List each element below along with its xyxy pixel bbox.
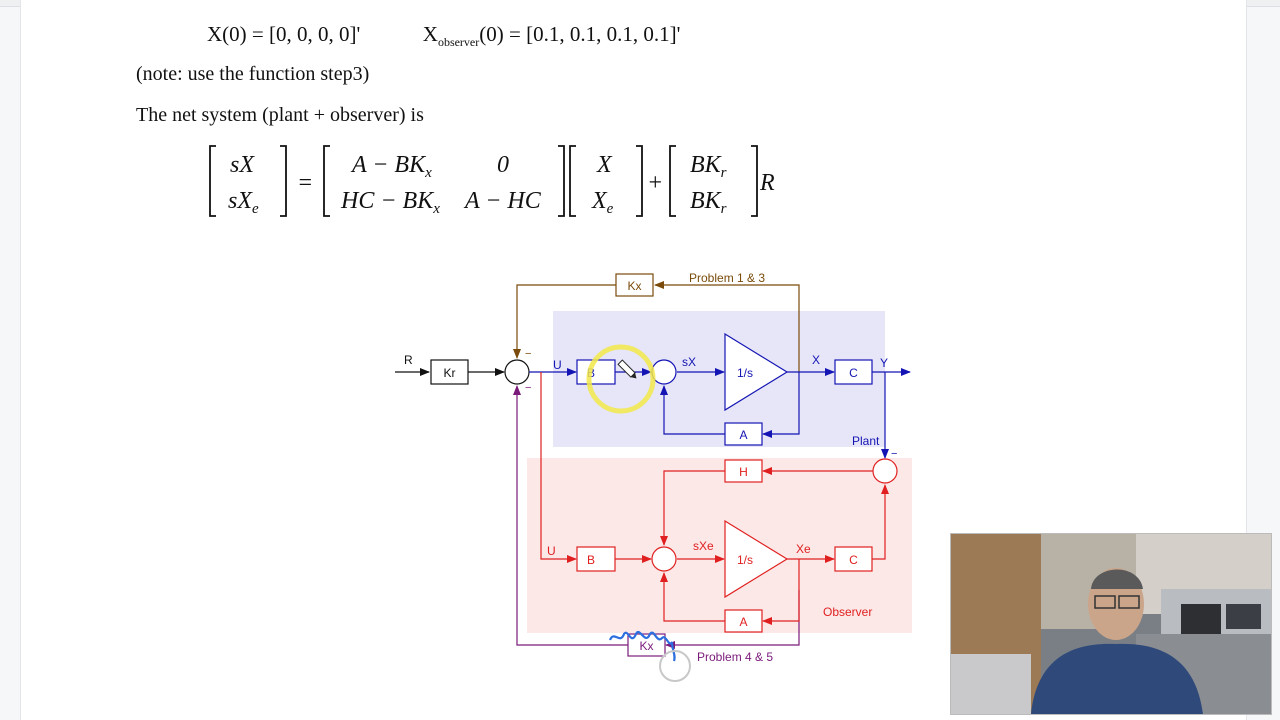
presenter-video-icon — [951, 534, 1271, 714]
label-sX: sX — [682, 355, 696, 369]
initial-conditions-line: X(0) = [0, 0, 0, 0]' Xobserver(0) = [0.1… — [207, 22, 680, 50]
annotation-highlight-circle — [586, 344, 656, 414]
block-B-observer — [576, 546, 616, 572]
block-H — [724, 459, 763, 483]
sign-minus-bottom: − — [525, 382, 531, 394]
label-Y: Y — [880, 356, 888, 370]
block-A-observer-label: A — [739, 615, 747, 629]
summing-junction-error — [872, 458, 898, 484]
block-C-label: C — [849, 366, 858, 380]
block-Kx-bottom — [627, 633, 666, 657]
label-sXe: sXe — [693, 539, 714, 553]
m22: A − HC — [463, 188, 542, 214]
label-X: X — [812, 353, 820, 367]
label-U-observer: U — [547, 544, 556, 558]
block-Kx-top — [615, 273, 654, 297]
plus-sign: + — [647, 170, 663, 196]
integrator-plant-label: 1/s — [737, 366, 753, 380]
state-equation: sX sXe = A − BKx 0 HC − BKx A − HC X Xe … — [209, 145, 775, 217]
sign-minus-top: − — [525, 348, 531, 360]
label-Xe: Xe — [796, 542, 811, 556]
label-observer: Observer — [823, 605, 872, 619]
lhs-sXe: sXe — [228, 188, 259, 217]
summing-junction-observer — [651, 546, 677, 572]
block-Kx-top-label: Kx — [627, 279, 641, 293]
integrator-plant — [724, 332, 789, 412]
block-Kx-bottom-label: Kx — [639, 639, 653, 653]
state-Xe: Xe — [591, 188, 614, 217]
block-C-observer-label: C — [849, 553, 858, 567]
label-U: U — [553, 358, 562, 372]
block-A-observer — [724, 609, 763, 633]
reference-R: R — [759, 170, 775, 196]
m11: A − BKx — [350, 152, 432, 181]
integrator-observer-label: 1/s — [737, 553, 753, 567]
block-C — [834, 359, 873, 385]
block-B — [576, 359, 616, 385]
block-Kr-label: Kr — [444, 366, 456, 380]
block-B-observer-label: B — [587, 553, 595, 567]
lhs-sX: sX — [230, 152, 255, 178]
plant-initial-state: X(0) = [0, 0, 0, 0]' — [207, 22, 361, 46]
equals-sign: = — [297, 170, 313, 196]
block-diagram: R Kr − − Kx Problem 1 & 3 Kx Problem 4 &… — [395, 271, 912, 682]
observer-region — [527, 458, 912, 633]
net-system-text: The net system (plant + observer) is — [136, 104, 424, 126]
label-problem-1-3: Problem 1 & 3 — [689, 271, 765, 285]
block-C-observer — [834, 546, 873, 572]
summing-junction-input — [504, 359, 530, 385]
label-problem-4-5: Problem 4 & 5 — [697, 650, 773, 664]
input-BKr-1: BKr — [690, 152, 727, 181]
block-Kr — [430, 359, 469, 385]
sign-minus-error: − — [891, 448, 897, 460]
presenter-webcam-overlay[interactable] — [950, 533, 1272, 715]
input-BKr-2: BKr — [690, 188, 727, 217]
block-A — [724, 422, 763, 446]
note-text: (note: use the function step3) — [136, 63, 370, 85]
pen-cursor-icon — [617, 359, 637, 379]
annotation-scribble — [608, 631, 676, 662]
integrator-observer — [724, 519, 789, 599]
m21: HC − BKx — [340, 188, 440, 217]
summing-junction-plant — [651, 359, 677, 385]
label-plant: Plant — [852, 434, 880, 448]
click-indicator-icon — [659, 650, 691, 682]
block-H-label: H — [739, 465, 748, 479]
state-X: X — [596, 152, 613, 178]
label-R: R — [404, 353, 413, 367]
observer-initial-state: Xobserver(0) = [0.1, 0.1, 0.1, 0.1]' — [422, 22, 681, 50]
m12: 0 — [497, 152, 509, 178]
block-A-label: A — [739, 428, 747, 442]
